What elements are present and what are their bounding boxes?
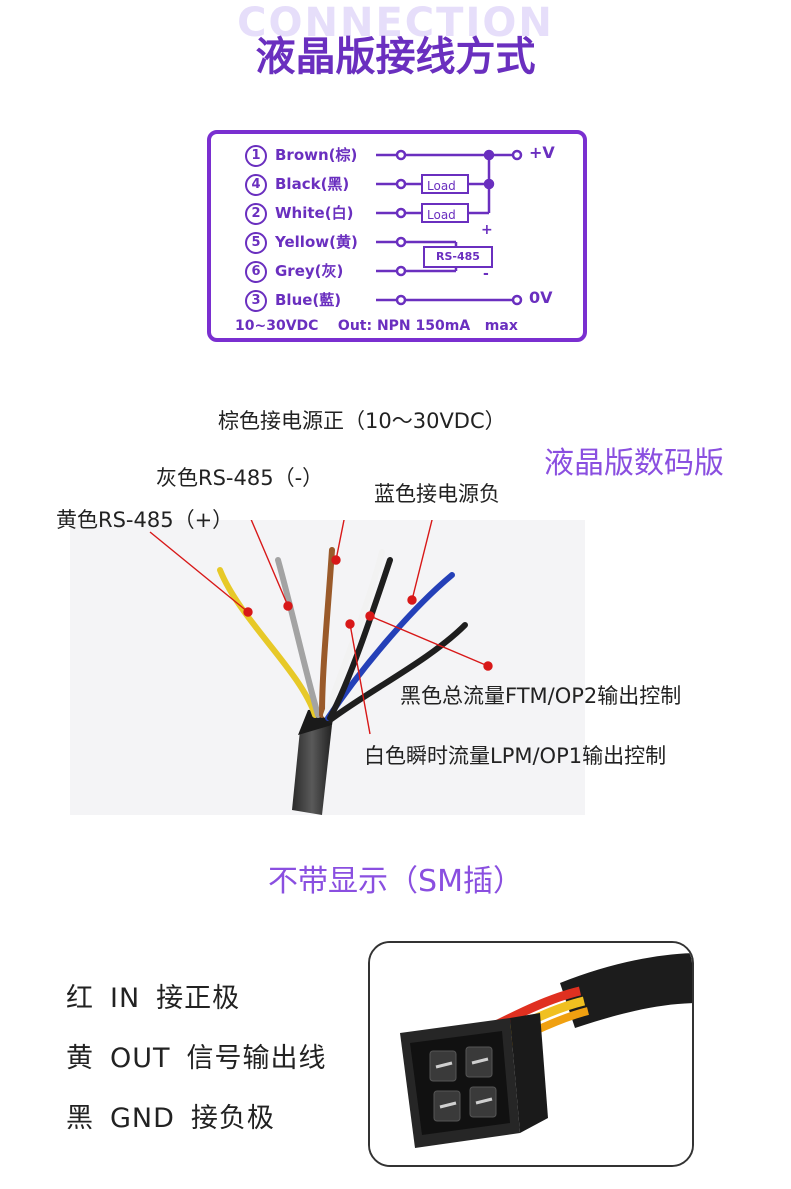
pin-number: 4 (245, 173, 267, 196)
pin-number: 6 (245, 260, 267, 283)
sm-connector-illustration (370, 943, 692, 1165)
spec-footer: 10~30VDC Out: NPN 150mA max (235, 318, 518, 334)
page-title: 液晶版接线方式 (255, 34, 536, 80)
wiring-lines (376, 149, 523, 306)
wire-row-blue: 3 Blue(藍) (245, 287, 341, 313)
wire-label: Blue(藍) (275, 291, 342, 309)
pin-number: 2 (245, 202, 267, 225)
pin-desc: 接负极 (190, 1103, 275, 1134)
pin-row-red: 红 IN 接正极 (66, 976, 256, 1015)
wire-label: Grey(灰) (275, 262, 344, 280)
pin-desc: 接正极 (156, 983, 241, 1014)
callout-white: 白色瞬时流量LPM/OP1输出控制 (364, 744, 667, 768)
photo-side-title: 液晶版数码版 (544, 446, 724, 481)
sm-connector-photo (368, 941, 694, 1167)
cable-photo (70, 520, 585, 815)
pin-color: 红 (66, 983, 94, 1014)
rs485-minus: - (483, 266, 489, 282)
section-title-sm: 不带显示（SM插） (268, 864, 523, 899)
pin-row-yellow: 黄 OUT 信号输出线 (66, 1036, 343, 1075)
wire-label: Yellow(黄) (275, 233, 358, 251)
pin-desc: 信号输出线 (186, 1043, 327, 1074)
callout-grey: 灰色RS-485（-） (156, 466, 324, 490)
load-box-1: Load (421, 174, 469, 194)
pin-color: 黄 (66, 1043, 94, 1074)
plus-v-label: +V (529, 143, 555, 162)
wire-label: Brown(棕) (275, 146, 358, 164)
callout-black: 黑色总流量FTM/OP2输出控制 (400, 684, 682, 708)
pin-signal: OUT (110, 1043, 171, 1074)
rs485-box: RS-485 (423, 246, 493, 268)
pin-signal: GND (110, 1103, 175, 1134)
wire-row-grey: 6 Grey(灰) (245, 258, 343, 284)
wire-label: Black(黑) (275, 175, 350, 193)
zero-v-label: 0V (529, 288, 553, 307)
wire-row-white: 2 White(白) (245, 200, 353, 226)
rs485-plus: + (481, 222, 493, 238)
callout-yellow: 黄色RS-485（+） (56, 508, 234, 532)
header-background-word: CONNECTION (237, 0, 554, 46)
wire-row-yellow: 5 Yellow(黄) (245, 229, 358, 255)
wire-label: White(白) (275, 204, 354, 222)
wire-row-brown: 1 Brown(棕) (245, 142, 357, 168)
load-box-2: Load (421, 203, 469, 223)
callout-brown: 棕色接电源正（10～30VDC） (218, 409, 506, 433)
pin-number: 5 (245, 231, 267, 254)
pin-signal: IN (110, 983, 141, 1014)
pin-row-black: 黑 GND 接负极 (66, 1096, 291, 1135)
pin-number: 1 (245, 144, 267, 167)
pin-color: 黑 (66, 1103, 94, 1134)
wiring-diagram: 1 Brown(棕) 4 Black(黑) 2 White(白) 5 Yellow(黄)… (207, 130, 587, 342)
callout-blue: 蓝色接电源负 (374, 482, 500, 506)
pin-number: 3 (245, 289, 267, 312)
wire-row-black: 4 Black(黑) (245, 171, 349, 197)
